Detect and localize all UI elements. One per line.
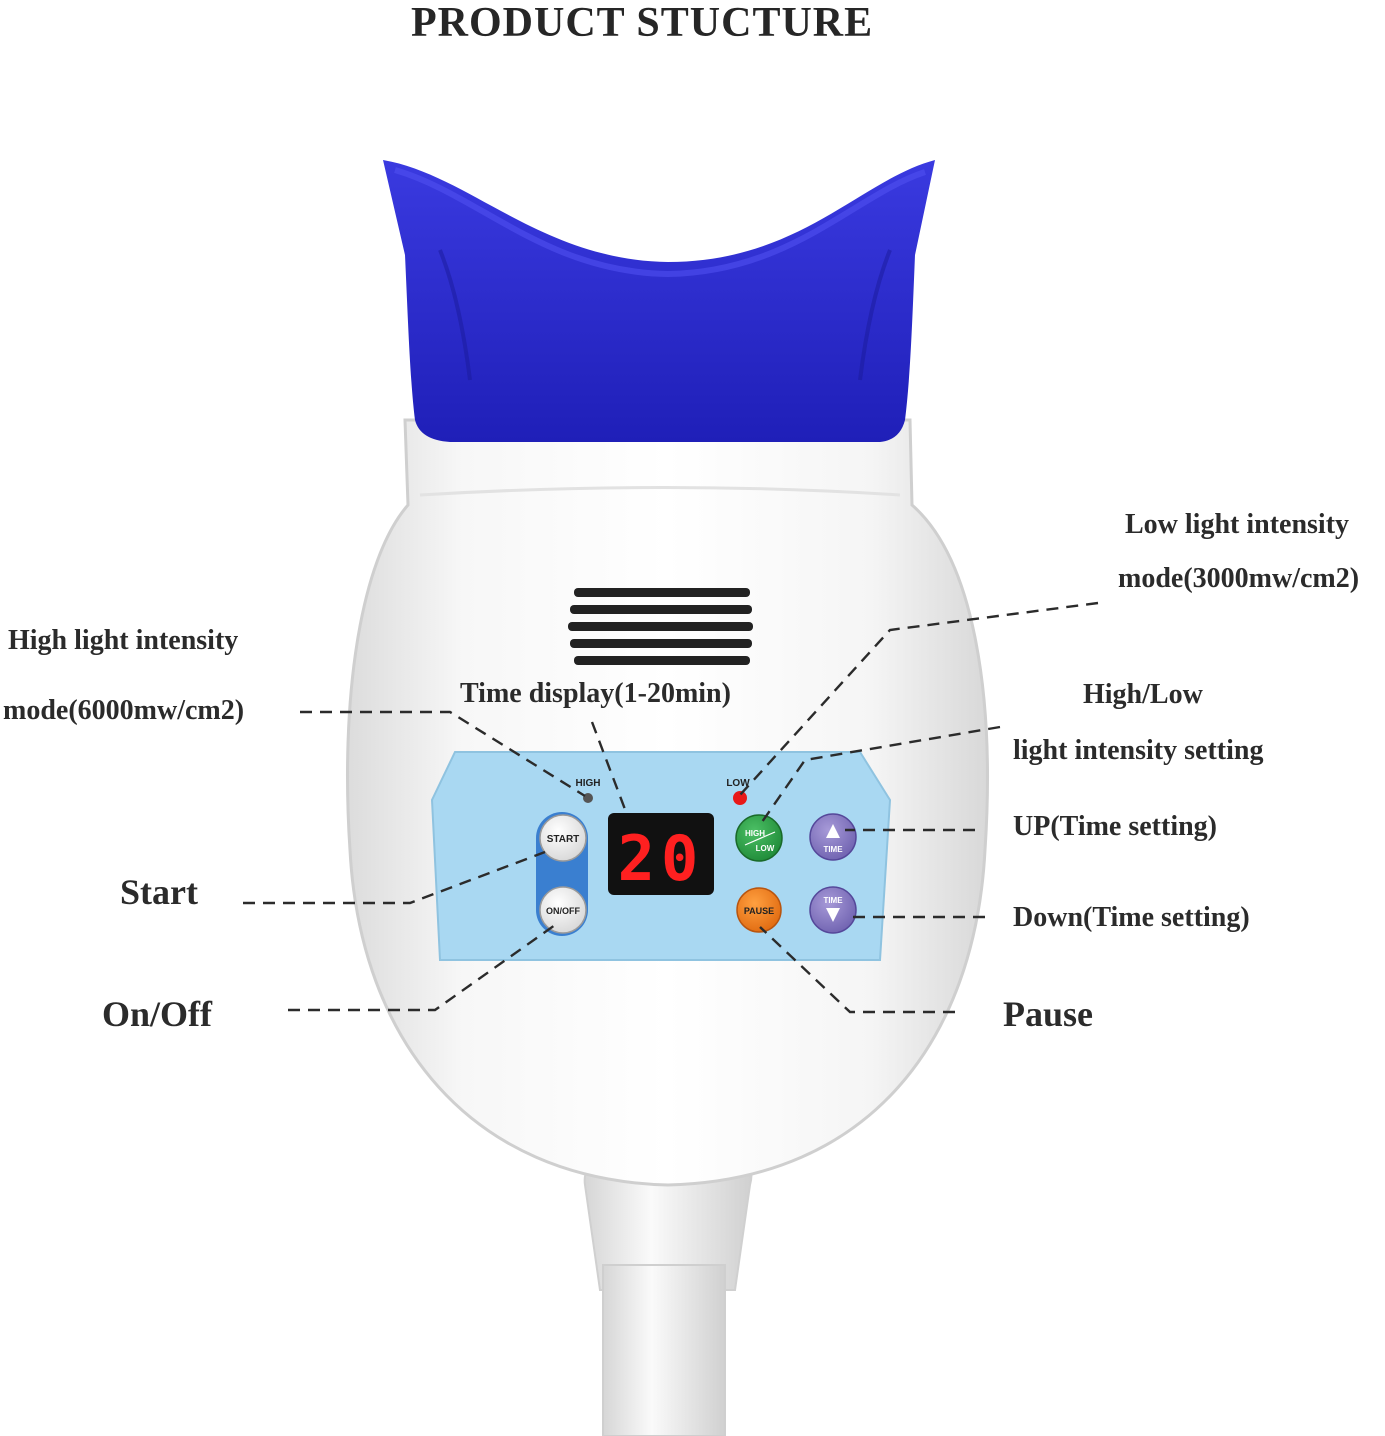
arrow-up-icon: [826, 824, 840, 838]
leader-time-display: [590, 721, 628, 813]
onoff-button[interactable]: ON/OFF: [539, 886, 587, 934]
arrow-down-icon: [826, 908, 840, 922]
svg-text:ON/OFF: ON/OFF: [546, 906, 580, 916]
label-high-mode-line2: mode(6000mw/cm2): [3, 695, 245, 726]
label-time-display: Time display(1-20min): [460, 678, 731, 709]
leader-low-mode: [739, 601, 1099, 796]
vent-grille: [568, 588, 753, 665]
stand-pole: [583, 1149, 753, 1436]
leader-lines: [243, 601, 1099, 1014]
svg-text:PAUSE: PAUSE: [744, 906, 774, 916]
svg-text:LOW: LOW: [726, 778, 750, 789]
leader-onoff: [288, 924, 556, 1012]
label-high-low-line2: light intensity setting: [1013, 735, 1264, 766]
label-start: Start: [120, 872, 198, 912]
low-indicator: LOW: [726, 778, 750, 805]
leader-high-low: [761, 725, 1001, 823]
svg-text:LOW: LOW: [756, 844, 775, 853]
label-pause: Pause: [1003, 994, 1093, 1034]
leader-pause: [759, 926, 955, 1014]
display-digits: 20: [618, 822, 705, 895]
svg-text:START: START: [547, 834, 580, 845]
pause-button[interactable]: PAUSE: [736, 887, 782, 933]
label-high-mode-line1: High light intensity: [8, 625, 239, 656]
page-title: PRODUCT STUCTURE: [411, 0, 874, 46]
label-low-mode-line1: Low light intensity: [1125, 509, 1350, 540]
label-high-low-line1: High/Low: [1083, 679, 1203, 710]
label-down-time: Down(Time setting): [1013, 902, 1250, 933]
leader-high-mode: [300, 710, 586, 798]
svg-text:HIGH: HIGH: [576, 778, 601, 789]
label-low-mode-line2: mode(3000mw/cm2): [1118, 563, 1360, 594]
time-up-button[interactable]: TIME: [809, 813, 857, 861]
time-down-button[interactable]: TIME: [809, 886, 857, 934]
time-display: 20: [608, 813, 714, 895]
start-button[interactable]: START: [539, 814, 587, 862]
svg-text:TIME: TIME: [823, 896, 843, 905]
svg-text:TIME: TIME: [823, 845, 843, 854]
label-up-time: UP(Time setting): [1013, 811, 1217, 842]
label-on-off: On/Off: [102, 994, 213, 1034]
blue-mouthpiece: [383, 160, 935, 442]
svg-text:HIGH: HIGH: [745, 829, 765, 838]
high-low-button[interactable]: HIGH LOW: [735, 814, 783, 862]
leader-start: [243, 850, 546, 905]
high-indicator: HIGH: [576, 778, 601, 803]
